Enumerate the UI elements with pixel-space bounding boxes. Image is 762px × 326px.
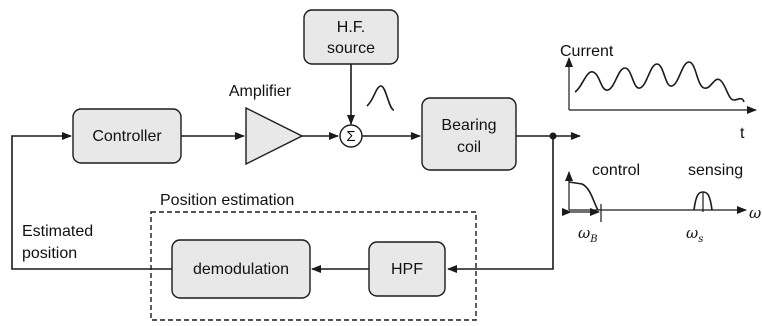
amplifier-triangle [245,106,304,166]
bearing-coil-block [421,97,517,171]
controller-label: Controller [92,128,162,145]
position-estimation-group [150,211,477,321]
hf-sine-wave-icon [366,85,395,111]
omega-b-label: ωB [578,224,598,245]
current-plot-y-label: Current [560,43,614,60]
estimated-position-feedback-arrow [11,132,172,270]
current-waveform [574,61,745,103]
bearing-coil-label-line1: Bearing [441,117,496,134]
branch-to-hpf-arrow [447,136,554,273]
spectrum-axis-label: ω [749,204,761,222]
estimated-position-label-line1: Estimated [22,223,93,240]
control-band-curve [568,181,599,211]
hf-source-label-line2: source [327,40,375,57]
current-plot-x-label: t [740,125,745,142]
hf-source-label-line1: H.F. [337,19,365,36]
hpf-label: HPF [391,261,423,278]
spectrum-control-label: control [592,162,640,179]
spectrum-sensing-label: sensing [688,162,743,179]
estimated-position-label-line2: position [22,245,77,262]
omega-s-label: ωs [686,224,703,245]
demodulation-label: demodulation [193,261,289,278]
amplifier-label: Amplifier [229,83,292,100]
bearing-coil-label-line2: coil [457,139,481,156]
sum-symbol: Σ [346,128,355,145]
position-estimation-title: Position estimation [160,192,294,209]
